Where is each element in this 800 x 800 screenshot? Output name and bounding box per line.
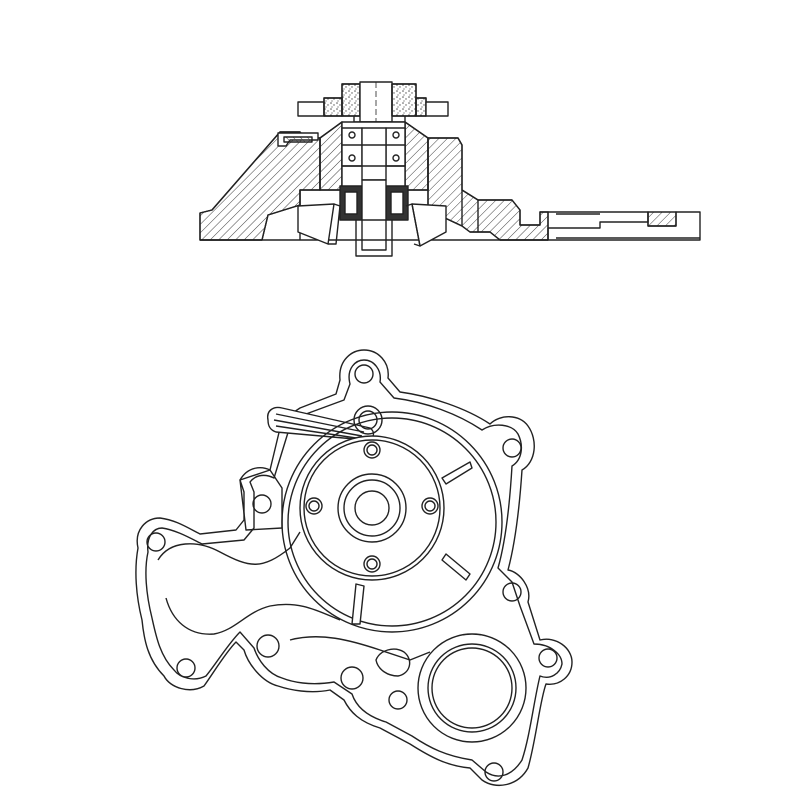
hub-center	[354, 490, 390, 526]
outlet-port	[417, 633, 527, 743]
top-boss	[353, 405, 383, 435]
impeller-section	[297, 203, 447, 247]
housing-section	[199, 121, 701, 241]
inlet-passage	[157, 531, 301, 565]
section-view	[199, 81, 701, 257]
hub-boss-outer	[337, 473, 407, 543]
lower-web	[289, 636, 431, 661]
front-view	[135, 349, 573, 787]
pulley-hub-section	[297, 81, 449, 123]
casting-inner-outline	[145, 359, 563, 777]
left-boss	[239, 469, 283, 531]
volute-inner	[287, 417, 497, 627]
shaft-bearing-section	[339, 121, 409, 257]
casting-outline	[135, 349, 573, 787]
mounting-holes	[146, 364, 558, 782]
inlet-passage-inner	[165, 597, 341, 635]
flange-bolts	[305, 441, 439, 573]
impeller-vanes	[351, 461, 473, 625]
hub-flange	[299, 435, 445, 581]
